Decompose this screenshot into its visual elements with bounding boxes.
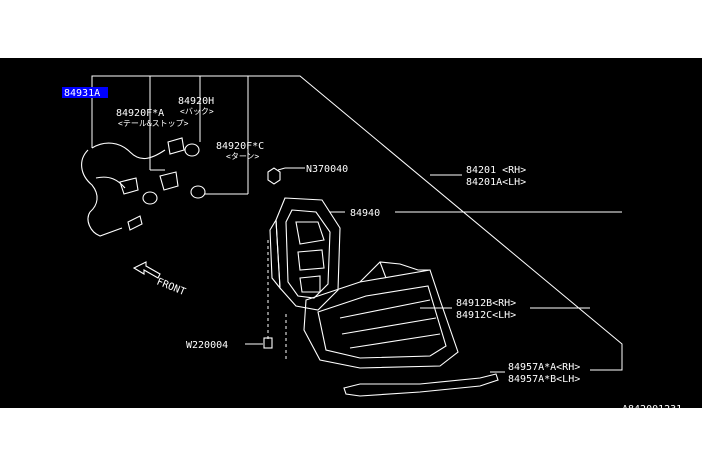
label-w220004[interactable]: W220004 <box>186 340 228 351</box>
label-front: FRONT <box>155 277 187 298</box>
label-84201[interactable]: 84201 <RH> <box>466 165 526 176</box>
label-84920fc-note: <ターン> <box>226 152 259 161</box>
nut <box>267 167 281 185</box>
bulb-icon-turn <box>190 185 206 199</box>
diagram-id: A842001231 <box>622 404 682 415</box>
front-arrow <box>132 261 161 279</box>
clip-icon <box>263 337 273 349</box>
moulding <box>343 373 499 397</box>
label-84920fc[interactable]: 84920F*C <box>216 141 264 152</box>
label-84957aa[interactable]: 84957A*A<RH> <box>508 362 580 373</box>
bulb-icon-backup <box>184 143 200 157</box>
harness-connector-icon <box>127 215 143 231</box>
label-84957ab[interactable]: 84957A*B<LH> <box>508 374 580 385</box>
gasket <box>269 197 341 311</box>
socket-icon <box>119 177 139 195</box>
assembly-dashes <box>267 240 287 360</box>
label-84912b[interactable]: 84912B<RH> <box>456 298 516 309</box>
highlight-box <box>62 87 108 98</box>
label-84201a[interactable]: 84201A<LH> <box>466 177 526 188</box>
bulb-icon-tail <box>142 191 158 205</box>
diagram-panel <box>0 58 702 408</box>
lamp-housing <box>303 261 459 369</box>
nut-icon <box>267 167 281 185</box>
front-arrow-icon <box>132 261 161 279</box>
label-n370040[interactable]: N370040 <box>306 164 348 175</box>
bulbs <box>142 143 206 205</box>
clip <box>263 337 273 349</box>
label-84940[interactable]: 84940 <box>350 208 380 219</box>
highlight-84931a[interactable]: 84931A <box>62 87 108 99</box>
label-84920fa[interactable]: 84920F*A <box>116 108 164 119</box>
label-84912c[interactable]: 84912C<LH> <box>456 310 516 321</box>
label-84920h[interactable]: 84920H <box>178 96 214 107</box>
label-84920h-note: <バック> <box>180 107 214 116</box>
label-84920fa-note: <テール&ストップ> <box>118 119 189 128</box>
wiring-harness <box>81 137 185 237</box>
label-84931a[interactable]: 84931A <box>64 88 100 99</box>
